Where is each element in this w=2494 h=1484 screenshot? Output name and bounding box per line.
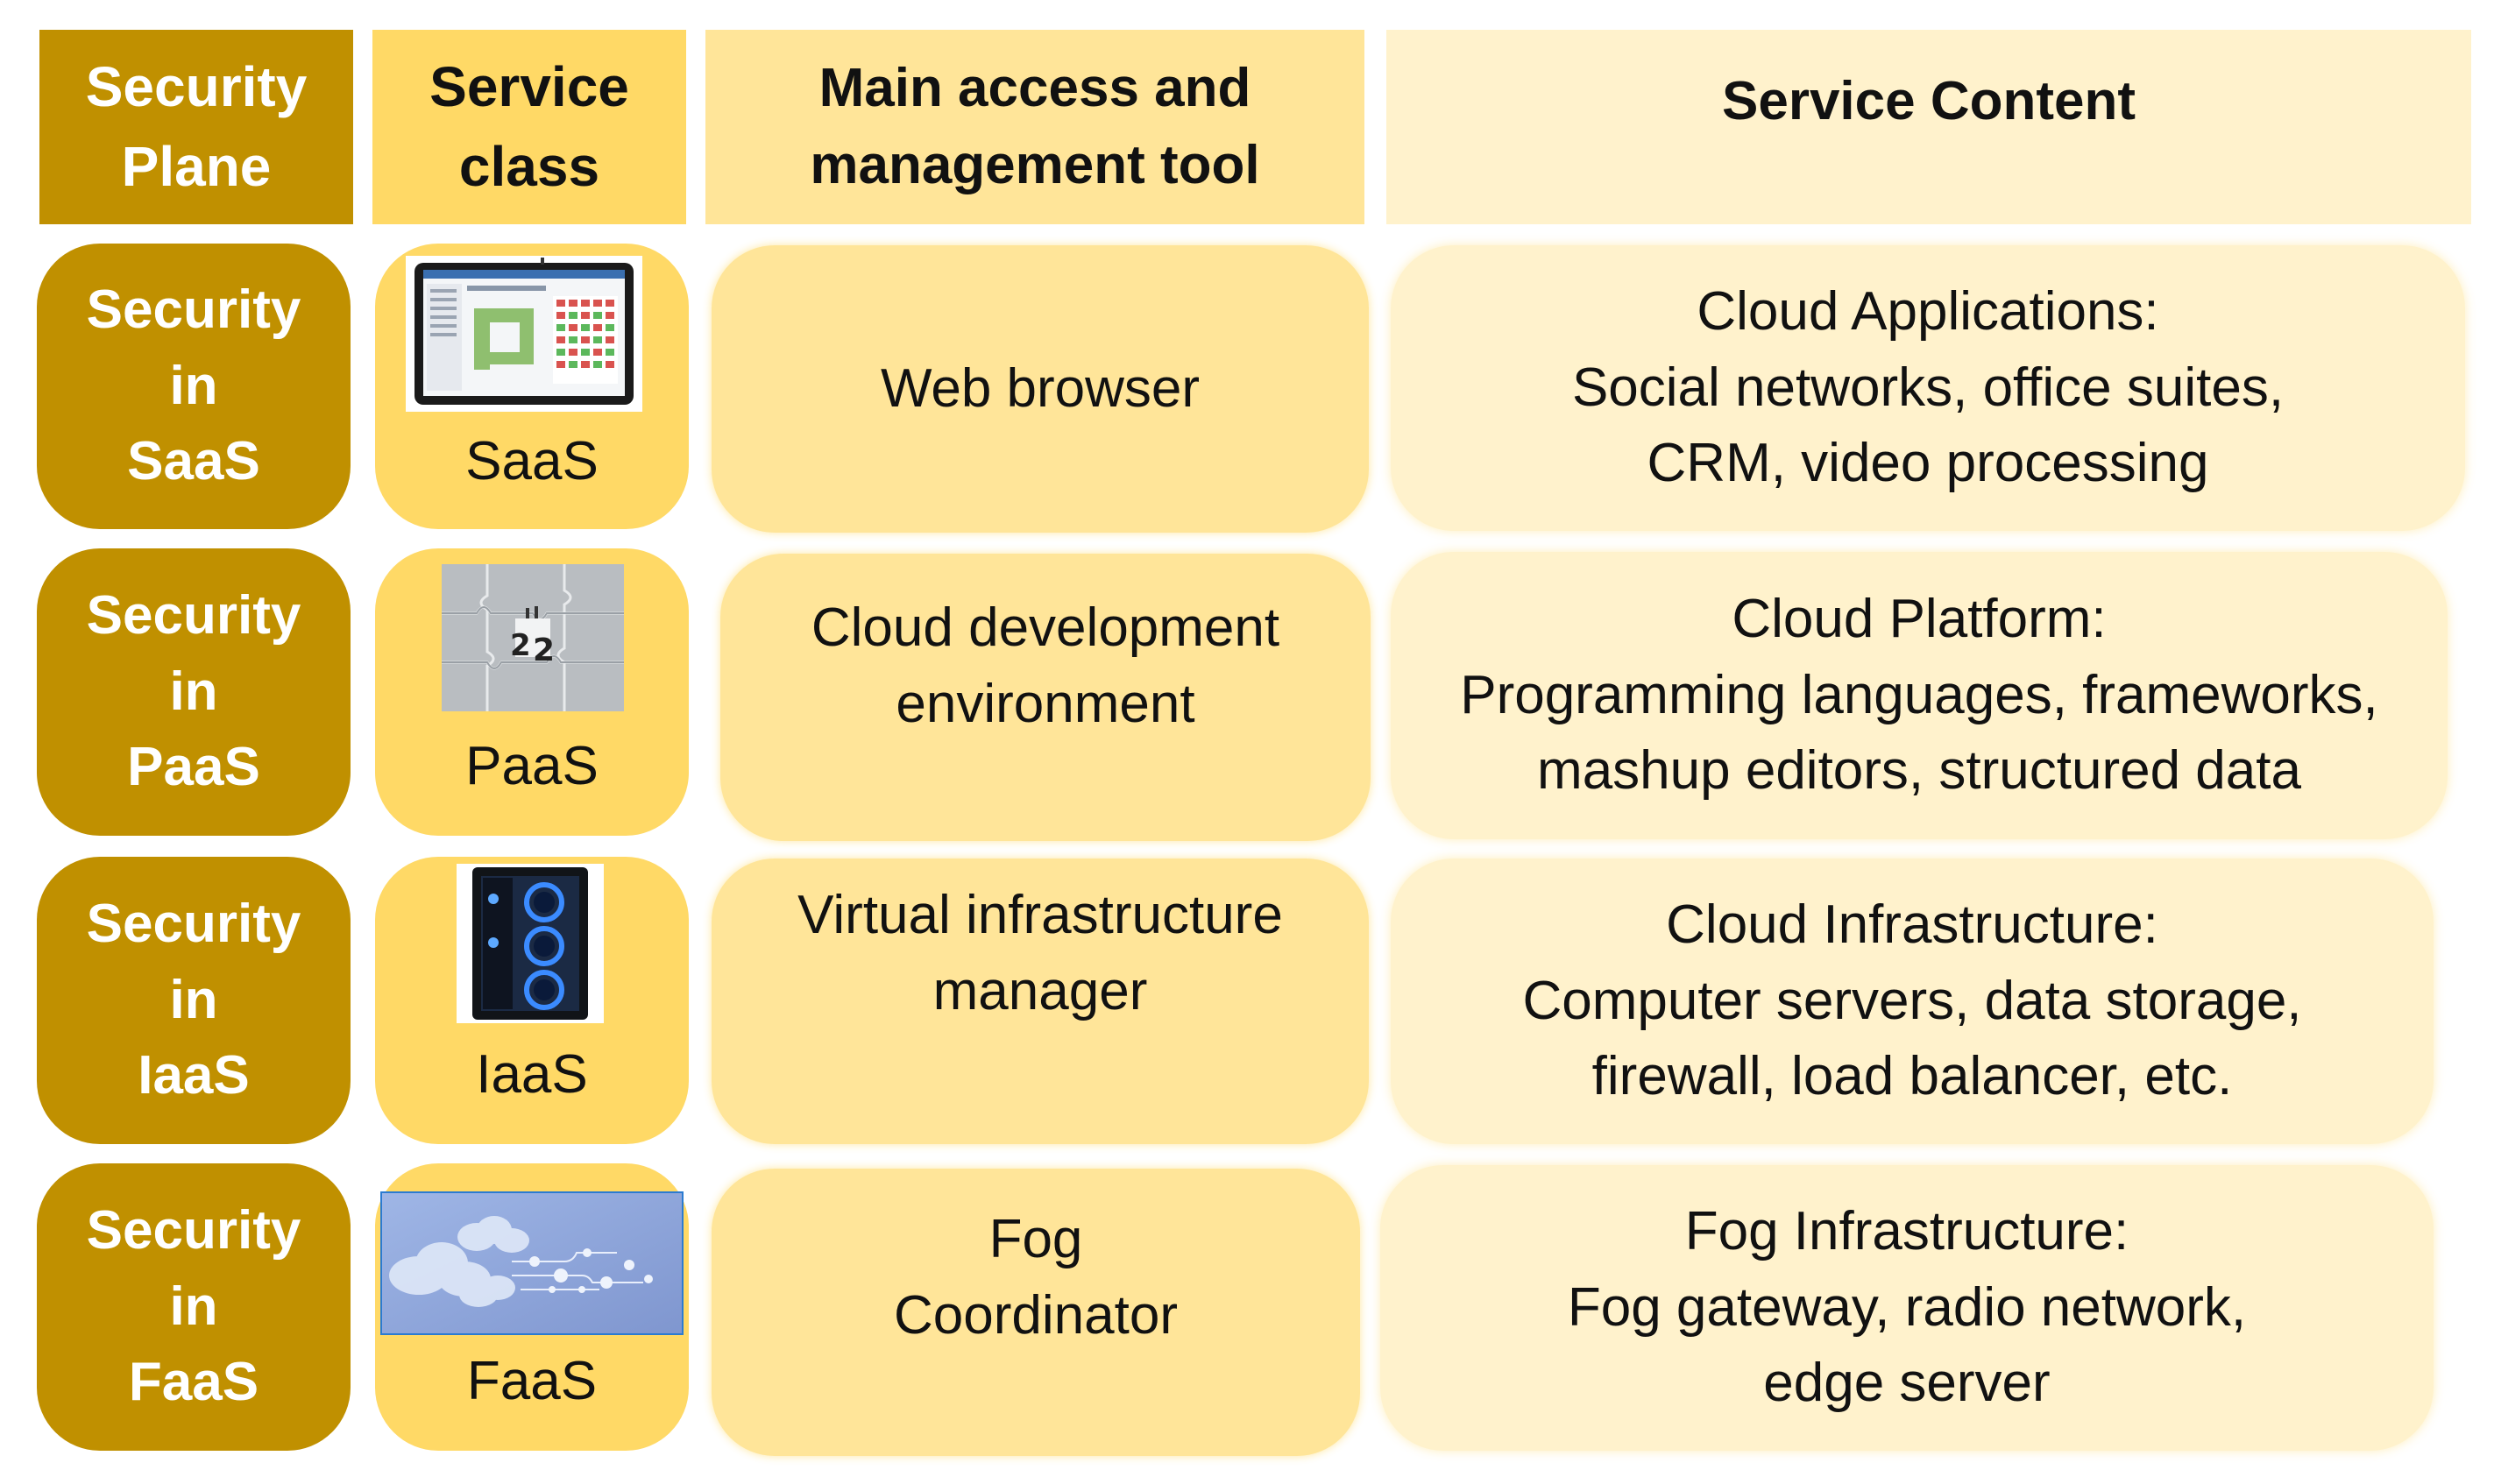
- service-content-cell-iaas: Cloud Infrastructure: Computer servers, …: [1391, 859, 2434, 1144]
- header-text: Plane: [121, 135, 272, 198]
- header-text: Service Content: [1721, 71, 2136, 131]
- plane-text: Security: [86, 584, 301, 646]
- plane-text: IaaS: [138, 1045, 250, 1106]
- service-class-label: SaaS: [465, 431, 599, 491]
- access-tool-text: Coordinator: [894, 1284, 1178, 1346]
- plane-text: in: [169, 355, 218, 416]
- plane-text: in: [169, 969, 218, 1030]
- fog-clouds-network-icon: [380, 1191, 684, 1335]
- content-text: Cloud Platform:: [1732, 588, 2107, 649]
- service-class-label: IaaS: [476, 1044, 588, 1105]
- header-security-plane: Security Plane: [39, 30, 353, 224]
- content-text: Cloud Infrastructure:: [1666, 894, 2158, 955]
- plane-cell-faas: Security in FaaS: [37, 1163, 351, 1451]
- header-text: class: [458, 135, 600, 198]
- puzzle-pieces-icon: 2 2: [442, 564, 624, 711]
- service-content-cell-faas: Fog Infrastructure: Fog gateway, radio n…: [1380, 1165, 2434, 1451]
- plane-text: Security: [86, 279, 301, 340]
- access-tool-text: Web browser: [880, 357, 1201, 419]
- content-text: Programming languages, frameworks,: [1460, 664, 2378, 725]
- access-tool-cell-saas: Web browser: [712, 245, 1369, 533]
- header-text: Main access and: [818, 57, 1251, 118]
- plane-cell-saas: Security in SaaS: [37, 244, 351, 529]
- content-text: Fog gateway, radio network,: [1567, 1276, 2247, 1338]
- access-tool-text: environment: [896, 673, 1195, 734]
- content-text: edge server: [1763, 1353, 2051, 1414]
- service-class-cell-saas: SaaS: [375, 244, 689, 529]
- access-tool-text: Fog: [988, 1209, 1083, 1269]
- plane-text: PaaS: [127, 737, 260, 798]
- header-text: Security: [85, 55, 308, 119]
- header-service-class: Service class: [372, 30, 686, 224]
- service-class-cell-paas: 2 2 PaaS: [375, 548, 689, 836]
- plane-text: in: [169, 661, 218, 722]
- service-content-cell-paas: Cloud Platform: Programming languages, f…: [1391, 552, 2448, 839]
- service-class-label: PaaS: [465, 736, 599, 796]
- header-service-content: Service Content: [1386, 30, 2471, 224]
- plane-cell-paas: Security in PaaS: [37, 548, 351, 836]
- access-tool-cell-faas: Fog Coordinator: [712, 1169, 1360, 1456]
- plane-text: FaaS: [128, 1352, 259, 1413]
- access-tool-text: Cloud development: [811, 597, 1280, 658]
- service-content-cell-saas: Cloud Applications: Social networks, off…: [1391, 245, 2465, 531]
- plane-text: SaaS: [127, 431, 260, 492]
- access-tool-cell-iaas: Virtual infrastructure manager: [712, 859, 1369, 1144]
- server-tower-icon: [457, 864, 604, 1023]
- content-text: Computer servers, data storage,: [1522, 970, 2302, 1031]
- plane-text: Security: [86, 1199, 301, 1261]
- content-text: Cloud Applications:: [1697, 280, 2159, 342]
- access-tool-cell-paas: Cloud development environment: [720, 554, 1371, 841]
- web-app-tablet-icon: [406, 256, 642, 412]
- content-text: mashup editors, structured data: [1537, 740, 2301, 802]
- svg-text:2: 2: [510, 628, 531, 663]
- header-text: Service: [429, 55, 629, 119]
- service-class-label: FaaS: [466, 1351, 598, 1411]
- header-text: management tool: [810, 135, 1260, 195]
- plane-cell-iaas: Security in IaaS: [37, 857, 351, 1144]
- access-tool-text: manager: [932, 960, 1148, 1021]
- content-text: Social networks, office suites,: [1571, 357, 2285, 418]
- plane-text: in: [169, 1276, 218, 1337]
- content-text: CRM, video processing: [1647, 433, 2209, 494]
- plane-text: Security: [86, 893, 301, 954]
- content-text: firewall, load balancer, etc.: [1591, 1046, 2233, 1107]
- header-access-tool: Main access and management tool: [705, 30, 1364, 224]
- content-text: Fog Infrastructure:: [1684, 1200, 2129, 1261]
- service-class-cell-iaas: IaaS: [375, 857, 689, 1144]
- service-class-cell-faas: FaaS: [375, 1163, 689, 1451]
- access-tool-text: Virtual infrastructure: [797, 885, 1283, 945]
- svg-text:2: 2: [533, 632, 555, 668]
